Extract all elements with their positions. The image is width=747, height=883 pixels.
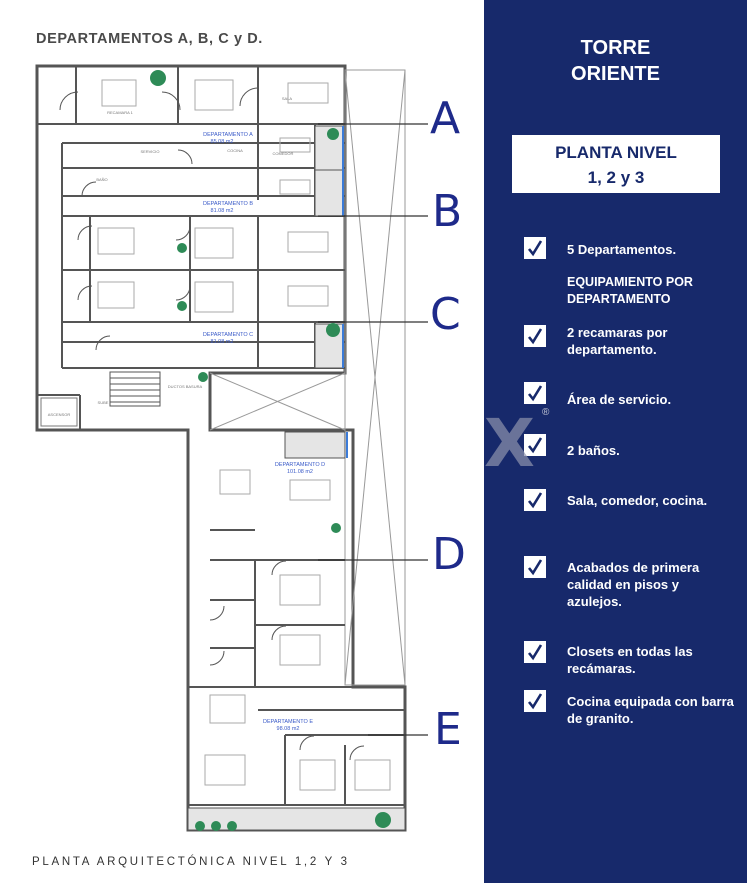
unit-letter-e: E: [434, 704, 462, 755]
unit-c-name: DEPARTAMENTO C: [203, 332, 253, 338]
unit-b-name: DEPARTAMENTO B: [203, 201, 253, 207]
feature-text: Área de servicio.: [567, 392, 672, 407]
tower-title: TORRE ORIENTE: [484, 35, 747, 87]
checkbox-icon: [524, 489, 546, 511]
registered-mark: ®: [542, 407, 550, 418]
feature-text: 2 baños.: [567, 443, 620, 458]
unit-d-area: 101.08 m2: [287, 469, 313, 475]
equipment-heading: EQUIPAMIENTO POR DEPARTAMENTO: [567, 275, 693, 306]
feature-text: 5 Departamentos.: [567, 242, 677, 257]
stair-label: SUBE: [98, 400, 109, 405]
unit-letter-b: B: [432, 186, 463, 237]
tower-title-line2: ORIENTE: [571, 63, 660, 85]
plan-title: DEPARTAMENTOS A, B, C y D.: [36, 31, 263, 47]
feature-text: Cocina equipada con barra de granito.: [567, 694, 734, 726]
checkbox-icon: [524, 434, 546, 456]
plan-caption: PLANTA ARQUITECTÓNICA NIVEL 1,2 Y 3: [32, 856, 350, 868]
room-label-comedor: COMEDOR: [273, 151, 294, 156]
unit-letter-d: D: [432, 529, 466, 580]
level-line1: PLANTA NIVEL: [555, 143, 677, 162]
room-label-recamara: RECAMARA 1: [107, 110, 134, 115]
unit-c-area: 81.08 m2: [211, 339, 234, 345]
checkbox-icon: [524, 690, 546, 712]
unit-e-area: 98.08 m2: [277, 726, 300, 732]
checkbox-icon: [524, 325, 546, 347]
watermark-logo: X: [484, 405, 535, 482]
tower-title-line1: TORRE: [580, 37, 651, 59]
checkbox-icon: [524, 382, 546, 404]
floor-plan-panel: DEPARTAMENTOS A, B, C y D.: [32, 31, 466, 868]
checkbox-icon: [524, 237, 546, 259]
room-label-sala: SALA: [282, 96, 293, 101]
elevator-label: ASCENSOR: [48, 412, 71, 417]
feature-text: Closets en todas las recámaras.: [567, 644, 693, 676]
unit-b-area: 81.08 m2: [211, 208, 234, 214]
room-label-cocina: COCINA: [227, 148, 243, 153]
info-sidebar: TORRE ORIENTE PLANTA NIVEL 1, 2 y 3 5 De…: [484, 0, 747, 883]
unit-a-area: 85.08 m2: [211, 139, 234, 145]
checkbox-icon: [524, 556, 546, 578]
unit-letter-c: C: [430, 289, 461, 340]
unit-d-name: DEPARTAMENTO D: [275, 462, 325, 468]
checkbox-icon: [524, 641, 546, 663]
ductos-label: DUCTOS BASURA: [168, 384, 203, 389]
feature-text: 2 recamaras por departamento.: [567, 325, 668, 357]
unit-letter-a: A: [430, 93, 461, 144]
feature-text: Acabados de primera calidad en pisos y a…: [567, 560, 700, 609]
floor-plan-drawing: DEPARTAMENTO A 85.08 m2 DEPARTAMENTO B 8…: [35, 64, 428, 832]
unit-e-name: DEPARTAMENTO E: [263, 719, 313, 725]
room-label-bano: BAÑO: [96, 177, 107, 182]
unit-a-name: DEPARTAMENTO A: [203, 132, 253, 138]
feature-text: Sala, comedor, cocina.: [567, 493, 708, 508]
room-label-servicio: SERVICIO: [140, 149, 159, 154]
level-line2: 1, 2 y 3: [587, 168, 645, 187]
level-box: PLANTA NIVEL 1, 2 y 3: [512, 135, 720, 193]
